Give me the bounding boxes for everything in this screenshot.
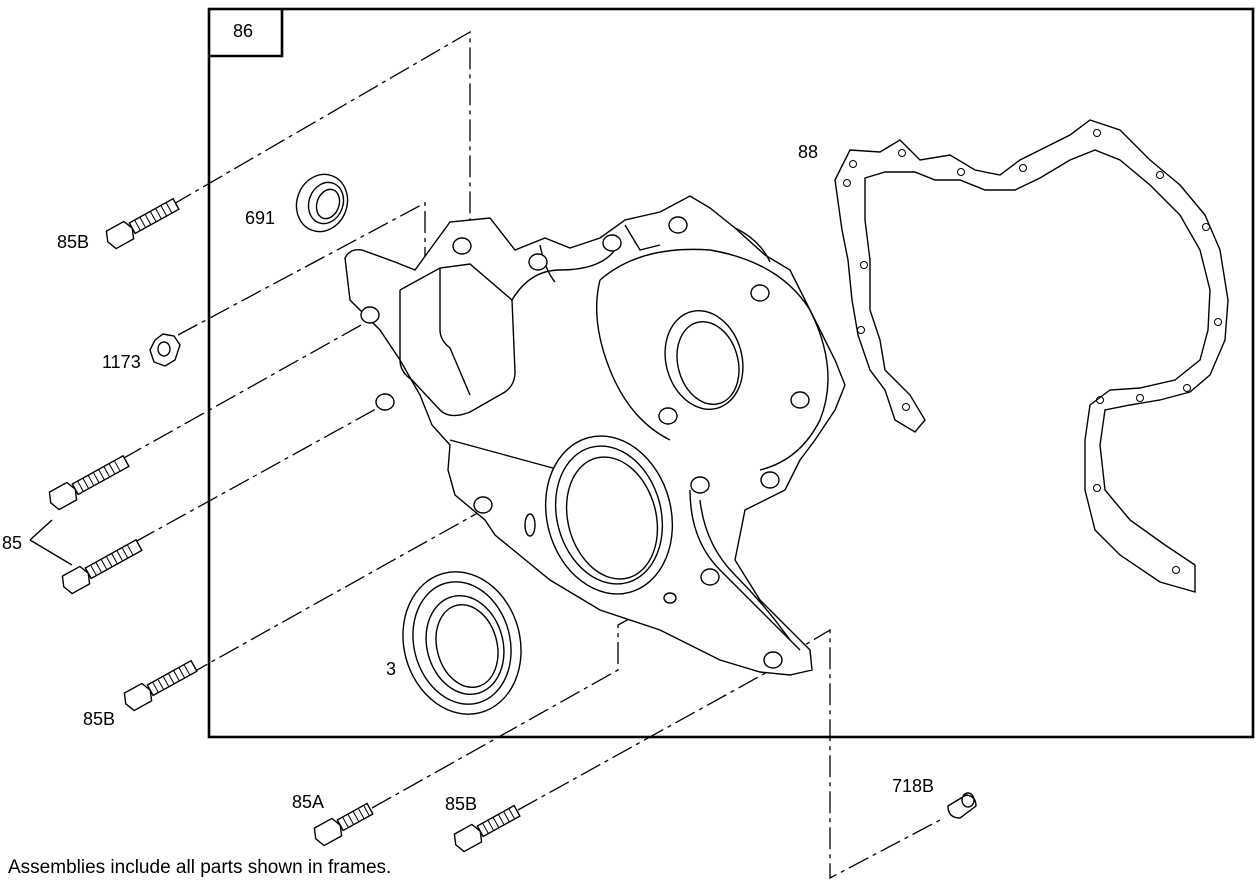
callout-gasket: 88 [798, 142, 818, 162]
callout-small-seal: 691 [245, 208, 275, 228]
callout-bolt-lower-left: 85B [83, 709, 115, 729]
footnote: Assemblies include all parts shown in fr… [8, 857, 391, 878]
callout-large-seal: 3 [386, 659, 396, 679]
nut [149, 333, 181, 367]
callout-bolt-85a: 85A [292, 792, 324, 812]
assembly-frame: 86 [207, 7, 1255, 739]
callout-nut: 1173 [102, 352, 141, 372]
timing-cover [344, 195, 846, 676]
bolt-bottom [453, 804, 521, 853]
gasket [834, 119, 1229, 593]
bolt-85-lower [61, 538, 143, 595]
callout-bolt-top-left: 85B [57, 232, 89, 252]
bolt-85-upper [48, 454, 130, 511]
bolt-pair-leader [29, 519, 73, 566]
callout-bolt-bottom: 85B [445, 794, 477, 814]
bolt-85a [313, 802, 374, 847]
dowel [947, 792, 977, 819]
small-seal [295, 173, 349, 233]
bolt-lower-left [123, 659, 198, 712]
large-seal [402, 571, 522, 715]
frame-label: 86 [233, 21, 253, 41]
callout-bolt-pair: 85 [2, 533, 22, 553]
callout-dowel: 718B [892, 776, 934, 796]
bolt-top-left [105, 197, 180, 250]
alignment-lines [121, 30, 941, 880]
